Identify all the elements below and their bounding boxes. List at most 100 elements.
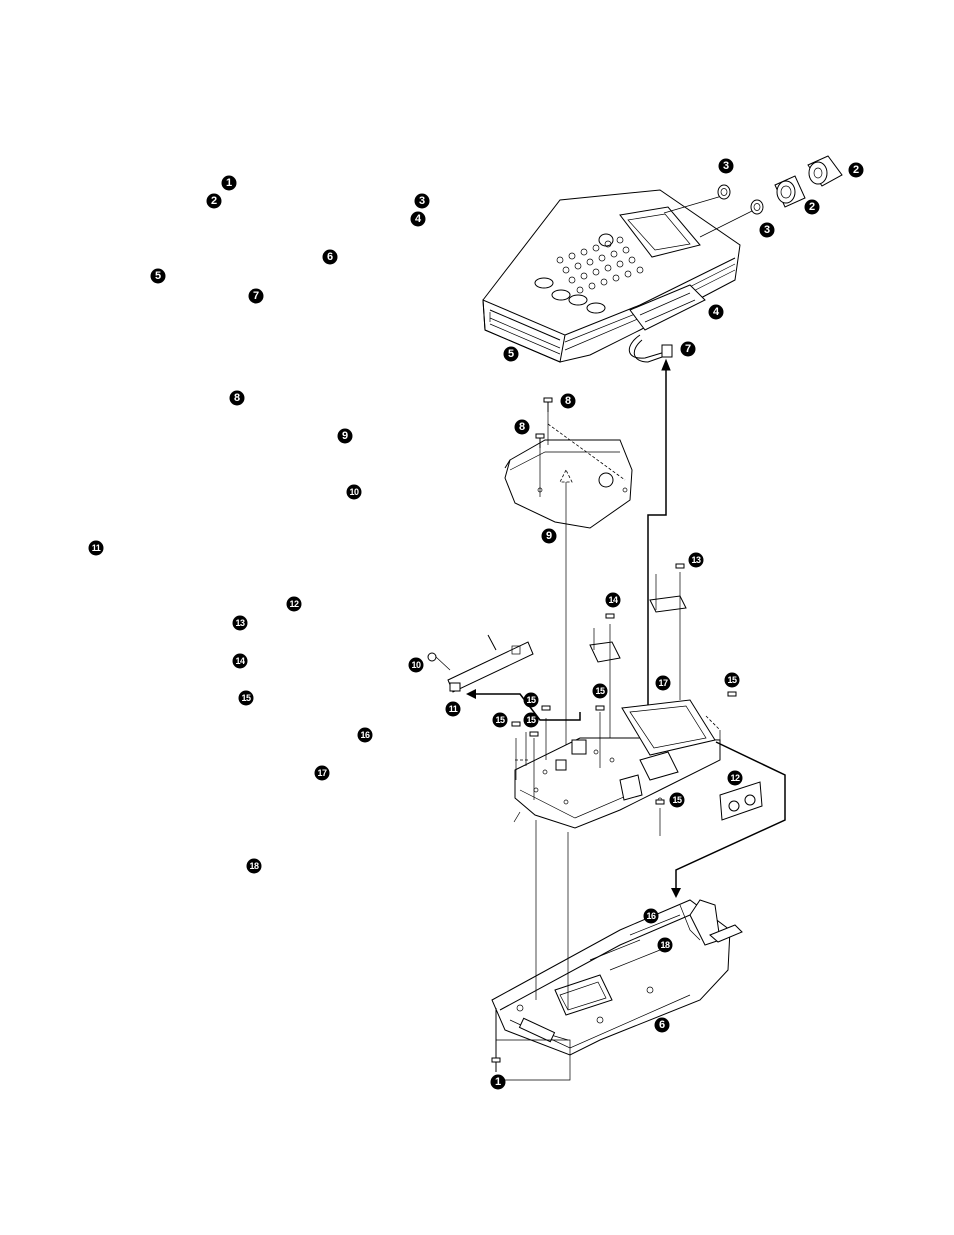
svg-text:9: 9 [546, 530, 552, 542]
svg-text:13: 13 [235, 618, 245, 628]
step-badge-2: 2 [206, 193, 222, 209]
svg-text:2: 2 [809, 201, 815, 213]
svg-text:15: 15 [672, 795, 682, 805]
callout-15-center: 15 [592, 683, 608, 699]
svg-text:10: 10 [411, 660, 421, 670]
svg-text:7: 7 [253, 290, 259, 302]
step-badge-16: 16 [357, 727, 373, 743]
svg-text:1: 1 [226, 177, 232, 189]
callout-12: 12 [727, 770, 743, 786]
svg-text:6: 6 [327, 251, 333, 263]
step-badge-5: 5 [150, 268, 166, 284]
main-board [513, 699, 721, 836]
route-arrow-11 [474, 693, 581, 721]
svg-text:11: 11 [92, 543, 101, 553]
callout-badges: 3 2 2 3 4 7 5 8 8 9 13 14 10 17 15 15 15… [408, 158, 864, 1090]
callout-1: 1 [490, 1074, 506, 1090]
svg-text:18: 18 [249, 861, 259, 871]
step-badge-8: 8 [229, 390, 245, 406]
svg-text:16: 16 [360, 730, 370, 740]
svg-text:15: 15 [495, 715, 505, 725]
step-badge-12: 12 [286, 596, 302, 612]
shield-plate [504, 402, 633, 760]
step-badge-13: 13 [232, 615, 248, 631]
step-badge-6: 6 [322, 249, 338, 265]
screw-8b [535, 433, 545, 448]
svg-text:10: 10 [349, 487, 359, 497]
svg-text:4: 4 [713, 306, 720, 318]
svg-text:9: 9 [342, 430, 348, 442]
arrowhead-7 [661, 358, 671, 371]
screw-1 [491, 1057, 501, 1072]
bracket-14 [589, 613, 621, 740]
svg-text:11: 11 [449, 704, 458, 714]
callout-8-a: 8 [560, 393, 576, 409]
callout-8-b: 8 [514, 419, 530, 435]
svg-text:15: 15 [526, 715, 536, 725]
svg-text:7: 7 [685, 343, 691, 355]
svg-text:15: 15 [241, 693, 251, 703]
svg-text:2: 2 [853, 164, 859, 176]
bracket-13 [649, 563, 687, 700]
rear-chassis [491, 820, 743, 1081]
svg-text:18: 18 [660, 940, 670, 950]
board-screws [511, 691, 737, 805]
callout-14: 14 [605, 592, 621, 608]
svg-text:3: 3 [419, 195, 425, 207]
callout-6: 6 [654, 1017, 670, 1033]
arrowhead-11 [466, 689, 476, 699]
svg-text:15: 15 [727, 675, 737, 685]
cable-route-arrow-7 [647, 365, 667, 740]
callout-17: 17 [655, 675, 671, 691]
callout-5: 5 [503, 346, 519, 362]
svg-text:5: 5 [508, 348, 514, 360]
svg-text:14: 14 [608, 595, 618, 605]
svg-text:12: 12 [289, 599, 299, 609]
front-panel-unit [482, 189, 741, 363]
svg-text:3: 3 [723, 160, 729, 172]
callout-13: 13 [688, 552, 704, 568]
step-badge-11: 11 [88, 540, 104, 556]
step-markers: 1 2 3 4 6 5 7 8 9 10 11 12 13 14 15 16 1… [88, 175, 430, 874]
svg-text:8: 8 [565, 395, 571, 407]
svg-text:16: 16 [646, 911, 656, 921]
callout-15-c: 15 [523, 712, 539, 728]
callout-18: 18 [657, 937, 673, 953]
callout-10: 10 [408, 657, 424, 673]
callout-11: 11 [445, 701, 461, 717]
svg-text:17: 17 [658, 678, 668, 688]
side-plate-11 [427, 634, 534, 693]
step-badge-9: 9 [337, 428, 353, 444]
svg-text:8: 8 [234, 392, 240, 404]
callout-15-a: 15 [523, 692, 539, 708]
svg-text:13: 13 [691, 555, 701, 565]
svg-text:4: 4 [415, 213, 422, 225]
keypad-holes [556, 236, 644, 294]
callout-15-bottom: 15 [669, 792, 685, 808]
svg-text:2: 2 [211, 195, 217, 207]
svg-text:5: 5 [155, 270, 161, 282]
step-badge-17: 17 [314, 765, 330, 781]
knob-assembly [663, 155, 843, 238]
step-badge-10: 10 [346, 484, 362, 500]
connector-cover-12 [719, 781, 763, 821]
callout-16: 16 [643, 908, 659, 924]
svg-text:14: 14 [235, 656, 245, 666]
arrowhead-12 [671, 888, 681, 898]
svg-text:17: 17 [317, 768, 327, 778]
svg-text:15: 15 [526, 695, 536, 705]
svg-text:1: 1 [495, 1076, 501, 1088]
step-badge-14: 14 [232, 653, 248, 669]
svg-text:8: 8 [519, 421, 525, 433]
step-badge-1: 1 [221, 175, 237, 191]
callout-9: 9 [541, 528, 557, 544]
callout-7: 7 [680, 341, 696, 357]
callout-4: 4 [708, 304, 724, 320]
step-badge-15: 15 [238, 690, 254, 706]
svg-text:3: 3 [764, 224, 770, 236]
callout-15-right: 15 [724, 672, 740, 688]
svg-text:6: 6 [659, 1019, 665, 1031]
screw-8a [543, 397, 553, 412]
route-arrow-12 [675, 741, 786, 890]
